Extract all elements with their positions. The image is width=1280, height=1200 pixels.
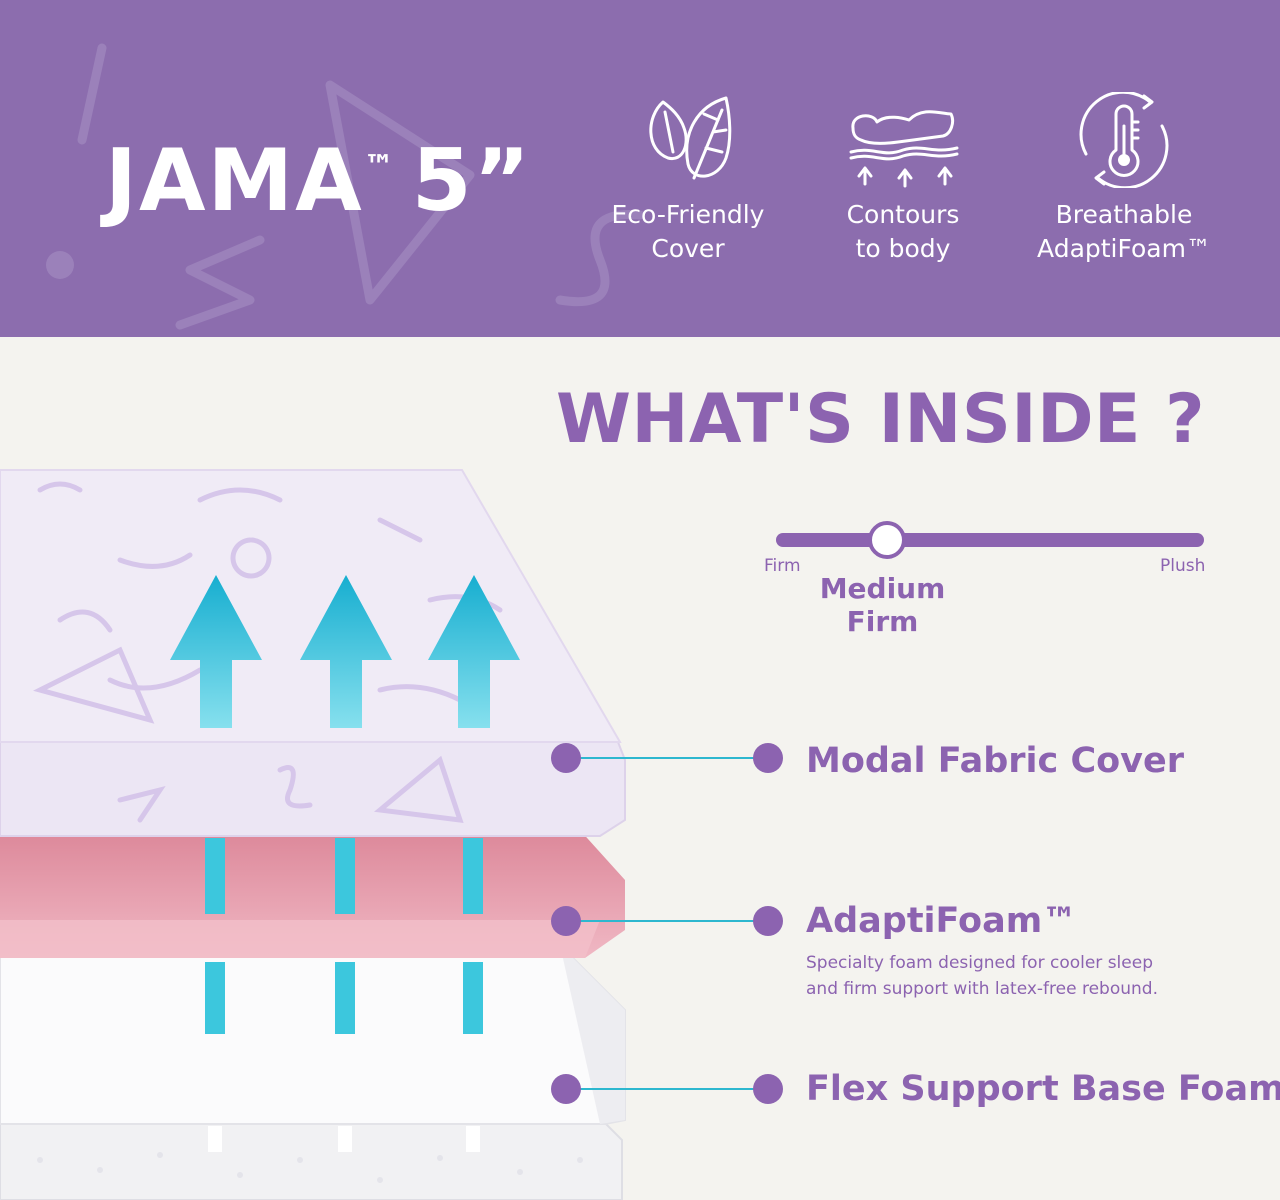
- layer-title-adaptifoam: AdaptiFoam™: [806, 901, 1078, 941]
- cover-side: [0, 741, 626, 837]
- feature-label: to body: [855, 234, 951, 263]
- feature-label: Breathable: [1055, 200, 1193, 229]
- airflow-arrows: [170, 575, 520, 728]
- callout-dot: [753, 743, 783, 773]
- body-contour-icon: [849, 110, 959, 188]
- callout-connector: [566, 920, 768, 922]
- slider-knob: [868, 521, 906, 559]
- leaf-icon: [649, 96, 732, 180]
- callout-connector: [566, 1088, 768, 1090]
- section-title: WHAT'S INSIDE ?: [556, 380, 1206, 459]
- callout-dot: [753, 1074, 783, 1104]
- feature-contours-to-body: Contours to body: [793, 92, 1013, 266]
- callout-dot: [551, 906, 581, 936]
- layer-description-adaptifoam: Specialty foam designed for cooler sleep…: [806, 953, 1158, 999]
- base-foam-layer: [0, 944, 626, 1125]
- callout-dot: [551, 743, 581, 773]
- base-texture-layer: [0, 1123, 623, 1200]
- slider-min-label: Firm: [764, 556, 801, 576]
- layer-title-flex-support-base-foam: Flex Support Base Foam: [806, 1069, 1280, 1109]
- feature-label: Cover: [651, 234, 725, 263]
- slider-track: [776, 533, 1204, 547]
- layer-title-modal-fabric-cover: Modal Fabric Cover: [806, 741, 1184, 781]
- callout-dot: [551, 1074, 581, 1104]
- feature-label: Contours: [846, 200, 960, 229]
- feature-label: Eco-Friendly: [611, 200, 765, 229]
- airflow-shafts: [205, 838, 483, 1034]
- mattress-illustration: [0, 469, 626, 1200]
- fabric-cover-layer: [0, 469, 622, 743]
- callout-dot: [753, 906, 783, 936]
- feature-label: AdaptiFoam™: [1037, 234, 1211, 263]
- decorative-shapes: [46, 43, 645, 330]
- slider-max-label: Plush: [1160, 556, 1206, 576]
- callout-connector: [566, 757, 768, 759]
- thermometer-icon: [1079, 92, 1169, 188]
- firmness-slider: [776, 521, 1204, 559]
